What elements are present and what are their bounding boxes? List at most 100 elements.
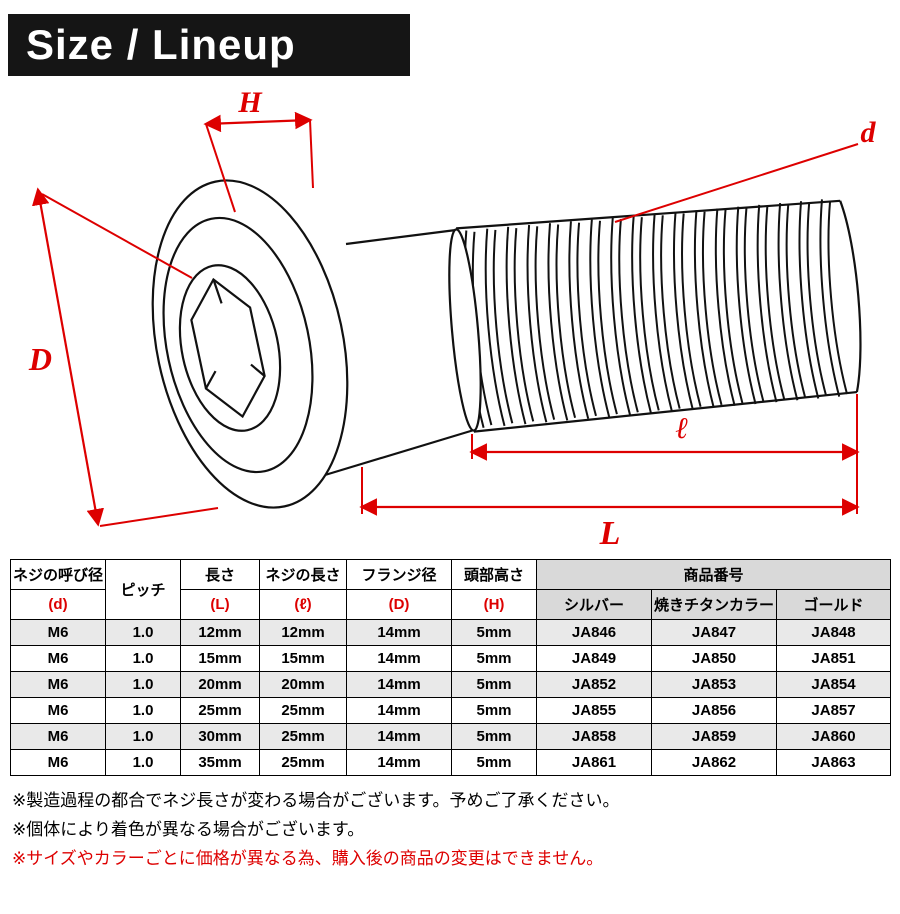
cell-length: 12mm xyxy=(180,619,260,646)
cell-flange-dia: 14mm xyxy=(346,697,452,724)
col-header-nominal: ネジの呼び径 xyxy=(10,559,106,590)
dimension-d: d xyxy=(614,116,877,223)
cell-thread-length: 25mm xyxy=(259,697,347,724)
bolt-shank xyxy=(324,228,475,477)
cell-nominal: M6 xyxy=(10,697,106,724)
cell-titanium-no: JA862 xyxy=(651,749,777,776)
note-line: ※個体により着色が異なる場合がございます。 xyxy=(12,820,365,839)
dim-label-l: ℓ xyxy=(676,412,689,445)
cell-gold-no: JA851 xyxy=(775,645,892,672)
cell-thread-length: 15mm xyxy=(259,645,347,672)
cell-gold-no: JA860 xyxy=(775,723,892,750)
cell-thread-length: 20mm xyxy=(259,671,347,698)
header-row-1: ネジの呼び径 ピッチ 長さ ネジの長さ フランジ径 頭部高さ 商品番号 xyxy=(10,559,892,620)
table-row: M6 1.0 35mm 25mm 14mm 5mm JA861 JA862 JA… xyxy=(10,749,892,776)
cell-gold-no: JA863 xyxy=(775,749,892,776)
cell-head-height: 5mm xyxy=(451,697,537,724)
cell-titanium-no: JA847 xyxy=(651,619,777,646)
dim-label-D: D xyxy=(28,341,52,377)
cell-titanium-no: JA856 xyxy=(651,697,777,724)
table-row: M6 1.0 25mm 25mm 14mm 5mm JA855 JA856 JA… xyxy=(10,697,892,724)
cell-nominal: M6 xyxy=(10,749,106,776)
cell-pitch: 1.0 xyxy=(105,749,181,776)
table-row: M6 1.0 30mm 25mm 14mm 5mm JA858 JA859 JA… xyxy=(10,723,892,750)
col-header-head-height: 頭部高さ xyxy=(451,559,537,590)
cell-length: 20mm xyxy=(180,671,260,698)
cell-silver-no: JA855 xyxy=(536,697,652,724)
table-row: M6 1.0 15mm 15mm 14mm 5mm JA849 JA850 JA… xyxy=(10,645,892,672)
bolt-threads xyxy=(448,197,862,433)
cell-head-height: 5mm xyxy=(451,671,537,698)
cell-thread-length: 25mm xyxy=(259,749,347,776)
cell-pitch: 1.0 xyxy=(105,619,181,646)
table-row: M6 1.0 20mm 20mm 14mm 5mm JA852 JA853 JA… xyxy=(10,671,892,698)
col-header-flange-dia-sym: (D) xyxy=(346,589,452,620)
header-row-2: (d) (L) (ℓ) (D) (H) シルバー 焼きチタンカラー ゴールド xyxy=(10,589,892,620)
dimension-L: L xyxy=(359,467,860,552)
bolt-head xyxy=(151,179,349,509)
cell-nominal: M6 xyxy=(10,645,106,672)
cell-head-height: 5mm xyxy=(451,645,537,672)
cell-head-height: 5mm xyxy=(451,749,537,776)
col-header-head-height-sym: (H) xyxy=(451,589,537,620)
note-line-red: ※サイズやカラーごとに価格が異なる為、購入後の商品の変更はできません。 xyxy=(12,849,604,868)
cell-pitch: 1.0 xyxy=(105,645,181,672)
cell-thread-length: 25mm xyxy=(259,723,347,750)
cell-thread-length: 12mm xyxy=(259,619,347,646)
bolt-diagram: H d D ℓ L xyxy=(10,82,900,557)
col-header-gold: ゴールド xyxy=(775,589,892,620)
cell-flange-dia: 14mm xyxy=(346,749,452,776)
cell-silver-no: JA861 xyxy=(536,749,652,776)
cell-pitch: 1.0 xyxy=(105,697,181,724)
cell-flange-dia: 14mm xyxy=(346,723,452,750)
col-header-length: 長さ xyxy=(180,559,260,590)
cell-nominal: M6 xyxy=(10,723,106,750)
cell-silver-no: JA858 xyxy=(536,723,652,750)
col-header-nominal-sym: (d) xyxy=(10,589,106,620)
col-header-silver: シルバー xyxy=(536,589,652,620)
cell-nominal: M6 xyxy=(10,671,106,698)
cell-nominal: M6 xyxy=(10,619,106,646)
cell-silver-no: JA849 xyxy=(536,645,652,672)
note-line: ※製造過程の都合でネジ長さが変わる場合がございます。予めご了承ください。 xyxy=(12,791,620,810)
col-header-flange-dia: フランジ径 xyxy=(346,559,452,590)
col-header-titanium: 焼きチタンカラー xyxy=(651,589,777,620)
hex-socket xyxy=(190,277,266,419)
cell-flange-dia: 14mm xyxy=(346,619,452,646)
cell-length: 30mm xyxy=(180,723,260,750)
dim-label-L: L xyxy=(599,515,621,552)
page-title: Size / Lineup xyxy=(26,21,296,68)
cell-titanium-no: JA853 xyxy=(651,671,777,698)
cell-head-height: 5mm xyxy=(451,619,537,646)
dimension-H: H xyxy=(203,86,314,213)
col-header-thread-length-sym: (ℓ) xyxy=(259,589,347,620)
col-header-pitch: ピッチ xyxy=(105,559,181,620)
dim-label-d: d xyxy=(861,116,877,149)
table-row: M6 1.0 12mm 12mm 14mm 5mm JA846 JA847 JA… xyxy=(10,619,892,646)
cell-silver-no: JA846 xyxy=(536,619,652,646)
dim-label-H: H xyxy=(237,86,263,119)
cell-flange-dia: 14mm xyxy=(346,645,452,672)
cell-gold-no: JA854 xyxy=(775,671,892,698)
cell-pitch: 1.0 xyxy=(105,723,181,750)
cell-head-height: 5mm xyxy=(451,723,537,750)
cell-gold-no: JA857 xyxy=(775,697,892,724)
cell-silver-no: JA852 xyxy=(536,671,652,698)
cell-length: 15mm xyxy=(180,645,260,672)
title-bar: Size / Lineup xyxy=(8,14,410,76)
cell-gold-no: JA848 xyxy=(775,619,892,646)
col-header-product-no: 商品番号 xyxy=(535,559,892,590)
dimension-thread-length: ℓ xyxy=(469,394,860,514)
cell-titanium-no: JA859 xyxy=(651,723,777,750)
col-header-length-sym: (L) xyxy=(180,589,260,620)
cell-flange-dia: 14mm xyxy=(346,671,452,698)
dimension-D: D xyxy=(28,187,219,527)
col-header-thread-length: ネジの長さ xyxy=(259,559,347,590)
cell-length: 25mm xyxy=(180,697,260,724)
cell-length: 35mm xyxy=(180,749,260,776)
cell-titanium-no: JA850 xyxy=(651,645,777,672)
spec-table: ネジの呼び径 ピッチ 長さ ネジの長さ フランジ径 頭部高さ 商品番号 (d) … xyxy=(10,559,892,776)
cell-pitch: 1.0 xyxy=(105,671,181,698)
footnotes: ※製造過程の都合でネジ長さが変わる場合がございます。予めご了承ください。 ※個体… xyxy=(12,786,900,869)
bolt-diagram-svg: H d D ℓ L xyxy=(28,86,877,552)
